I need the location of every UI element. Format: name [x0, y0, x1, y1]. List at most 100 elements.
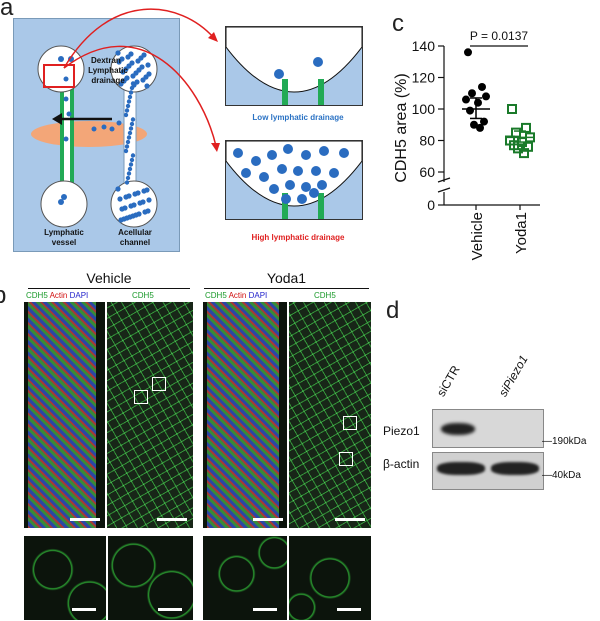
high-drainage-drawing: [225, 140, 363, 219]
dextran-dot: [121, 216, 127, 222]
dextran-dot: [124, 180, 130, 185]
zoom-arrows: [63, 8, 220, 152]
lane-label-sipiezo1: siPiezo1: [495, 352, 531, 399]
dextran-dot: [128, 90, 134, 95]
dextran-dot: [285, 180, 295, 190]
acellular-channel-label: Acellular channel: [118, 228, 152, 247]
piezo1-band-sictr: [441, 423, 475, 435]
drainage-arrow: [52, 113, 62, 125]
vehicle-cdh5-label: CDH5: [132, 291, 154, 300]
dextran-dot: [130, 153, 136, 158]
data-point: [464, 48, 472, 57]
yoda1-cdh5-label: CDH5: [314, 291, 336, 300]
dextran-dot: [233, 148, 243, 158]
lane-label-sictr: siCTR: [433, 363, 463, 399]
data-point: [474, 98, 482, 107]
dextran-dot: [123, 76, 129, 82]
dextran-dot: [130, 81, 136, 86]
vehicle-inset-2: [108, 536, 193, 620]
dextran-dot: [116, 120, 122, 126]
dextran-dot: [125, 103, 131, 109]
p-value-label: P = 0.0137: [470, 29, 528, 43]
dextran-dot: [58, 199, 64, 205]
dextran-dot: [128, 126, 134, 131]
data-point: [468, 89, 476, 98]
axis-break-1: [437, 177, 451, 183]
dextran-dot: [91, 126, 97, 132]
vehicle-inset-1: [24, 536, 106, 620]
piezo1-blot: [432, 409, 544, 448]
data-point: [519, 148, 529, 159]
dextran-dot: [281, 194, 291, 204]
yoda1-title-rule: [204, 288, 369, 289]
dextran-dot: [241, 168, 251, 178]
vehicle-title: Vehicle: [86, 270, 132, 286]
vehicle-title-rule: [28, 288, 190, 289]
x-category-label: Yoda1: [513, 212, 530, 254]
low-drainage-label: Low lymphatic drainage: [252, 113, 344, 122]
dextran-dot: [115, 186, 121, 192]
data-point: [482, 92, 490, 101]
scale-bar: [253, 608, 277, 611]
dextran-dot: [140, 199, 146, 205]
dextran-dot: [117, 196, 123, 202]
actin-band-sipiezo1: [491, 462, 539, 475]
dextran-dot: [259, 172, 269, 182]
dextran-dot: [293, 166, 303, 176]
yoda1-inset-2: [289, 536, 371, 620]
dextran-dot: [63, 76, 69, 82]
dextran-dot: [128, 162, 134, 167]
device-diagram: Dextran Lymphatic drainage Lymphatic ves…: [13, 18, 180, 252]
dextran-dot: [123, 148, 129, 154]
dextran-dot: [119, 56, 125, 62]
panel-letter-d: d: [386, 297, 400, 324]
data-point: [476, 123, 484, 132]
dextran-dot: [115, 50, 121, 56]
scale-bar: [157, 518, 187, 521]
dextran-dot: [251, 156, 261, 166]
dextran-dot: [129, 60, 135, 66]
actin-blot: [432, 452, 544, 490]
mw-marker-190: —190kDa: [542, 436, 587, 447]
panel-letter-c: c: [392, 10, 404, 37]
dextran-dot: [301, 182, 311, 192]
dextran-dot: [146, 71, 152, 77]
yoda1-title: Yoda1: [266, 270, 307, 286]
dextran-label: Dextran: [91, 56, 121, 65]
y-tick-label: 0: [427, 197, 435, 213]
dextran-dot: [130, 117, 136, 122]
dextran-dot: [146, 197, 152, 203]
x-category-label: Vehicle: [469, 212, 486, 260]
dextran-dot: [61, 194, 67, 200]
dextran-dot: [317, 180, 327, 190]
dextran-dot: [127, 94, 133, 100]
dextran-dot: [130, 213, 136, 219]
dextran-dot: [139, 64, 145, 70]
dextran-dot: [277, 164, 287, 174]
dextran-dot: [127, 166, 133, 172]
scale-bar: [70, 518, 100, 521]
dextran-dot: [125, 175, 131, 181]
dextran-dot: [63, 136, 69, 142]
dextran-dot: [283, 144, 293, 154]
vehicle-cdh5-image: [107, 302, 193, 528]
dextran-dot: [128, 51, 134, 57]
vehicle-merged-label: CDH5 Actin DAPI: [26, 291, 89, 300]
dextran-dot: [126, 135, 132, 140]
dextran-dot: [131, 202, 137, 208]
dextran-dot: [136, 211, 142, 217]
dextran-dot: [267, 150, 277, 160]
blot-label-actin: β-actin: [383, 457, 420, 471]
dextran-dot: [269, 184, 279, 194]
high-drainage-label: High lymphatic drainage: [251, 233, 345, 242]
roi-box-2: [134, 390, 148, 404]
data-point: [511, 127, 521, 138]
zoom-box: [43, 64, 75, 88]
dextran-dot: [126, 99, 132, 104]
lymphatic-vessel-label: Lymphatic vessel: [44, 228, 84, 247]
dextran-dot: [129, 85, 135, 91]
dextran-dot: [329, 168, 339, 178]
panel-letter-a: a: [0, 0, 14, 21]
scale-bar: [72, 608, 96, 611]
